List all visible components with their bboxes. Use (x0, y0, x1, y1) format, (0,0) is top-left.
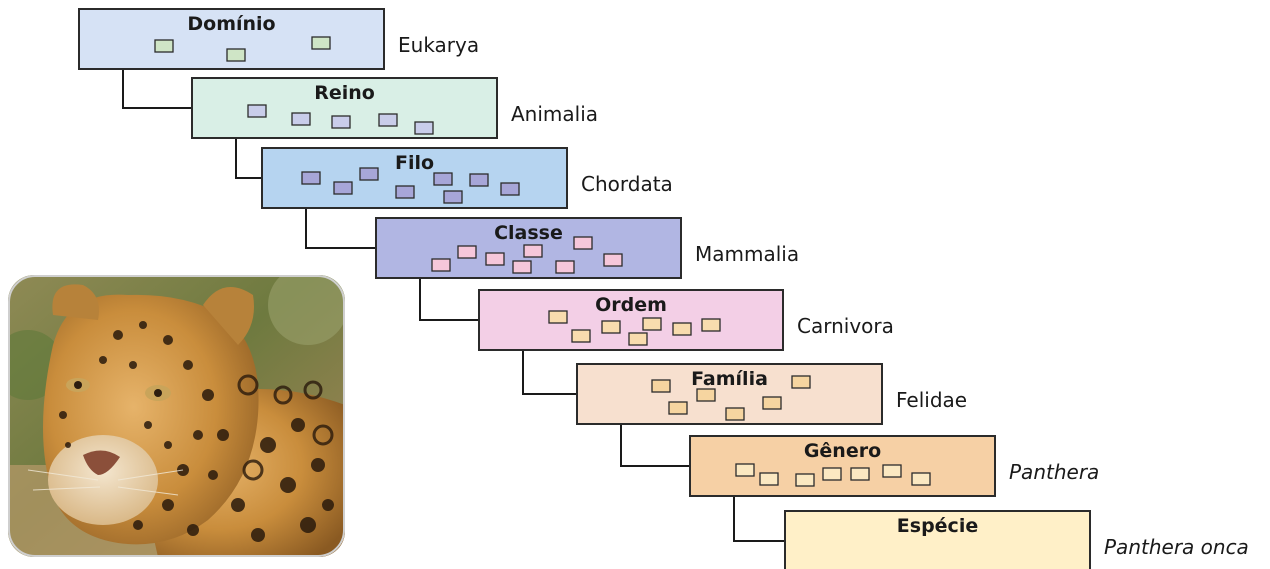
member-rectangle (512, 260, 532, 274)
connector-line (235, 138, 262, 179)
member-rectangle (443, 190, 463, 204)
member-rectangle (651, 379, 671, 393)
rank-title: Reino (314, 82, 375, 104)
member-rectangle (311, 36, 331, 50)
member-rectangle (291, 112, 311, 126)
member-rectangle (882, 464, 902, 478)
member-rectangle (672, 322, 692, 336)
member-rectangle (433, 172, 453, 186)
member-rectangle (485, 252, 505, 266)
taxon-name: Carnivora (797, 314, 894, 338)
rank-title: Domínio (187, 13, 275, 35)
connector-line (522, 350, 577, 395)
member-rectangle (850, 467, 870, 481)
member-rectangle (762, 396, 782, 410)
taxon-name: Felidae (896, 388, 967, 412)
member-rectangle (696, 388, 716, 402)
member-rectangle (795, 473, 815, 487)
member-rectangle (759, 472, 779, 486)
member-rectangle (414, 121, 434, 135)
member-rectangle (701, 318, 721, 332)
member-rectangle (628, 332, 648, 346)
member-rectangle (791, 375, 811, 389)
member-rectangle (395, 185, 415, 199)
taxon-name: Panthera onca (1104, 535, 1249, 559)
connector-line (620, 424, 690, 467)
member-rectangle (601, 320, 621, 334)
member-rectangle (555, 260, 575, 274)
rank-title: Filo (395, 152, 434, 174)
rank-title: Família (691, 368, 768, 390)
connector-line (122, 69, 192, 109)
member-rectangle (548, 310, 568, 324)
taxon-name: Animalia (511, 102, 598, 126)
member-rectangle (469, 173, 489, 187)
member-rectangle (668, 401, 688, 415)
connector-line (419, 278, 479, 321)
member-rectangle (431, 258, 451, 272)
member-rectangle (911, 472, 931, 486)
rank-title: Classe (494, 222, 563, 244)
connector-line (733, 496, 785, 542)
rank-title: Espécie (897, 515, 978, 537)
jaguar-photo (8, 275, 345, 557)
member-rectangle (378, 113, 398, 127)
member-rectangle (331, 115, 351, 129)
member-rectangle (333, 181, 353, 195)
level-box (784, 510, 1091, 569)
member-rectangle (822, 467, 842, 481)
member-rectangle (571, 329, 591, 343)
taxon-name: Eukarya (398, 33, 479, 57)
taxon-name: Chordata (581, 172, 673, 196)
taxon-name: Mammalia (695, 242, 799, 266)
member-rectangle (735, 463, 755, 477)
member-rectangle (725, 407, 745, 421)
member-rectangle (154, 39, 174, 53)
taxon-name: Panthera (1009, 460, 1099, 484)
member-rectangle (523, 244, 543, 258)
rank-title: Gênero (804, 440, 881, 462)
connector-lines (122, 69, 785, 542)
member-rectangle (603, 253, 623, 267)
member-rectangle (642, 317, 662, 331)
rank-title: Ordem (595, 294, 667, 316)
member-rectangle (247, 104, 267, 118)
member-rectangle (573, 236, 593, 250)
member-rectangle (500, 182, 520, 196)
member-rectangle (301, 171, 321, 185)
member-rectangle (226, 48, 246, 62)
member-rectangle (359, 167, 379, 181)
member-rectangle (457, 245, 477, 259)
connector-line (305, 208, 376, 249)
